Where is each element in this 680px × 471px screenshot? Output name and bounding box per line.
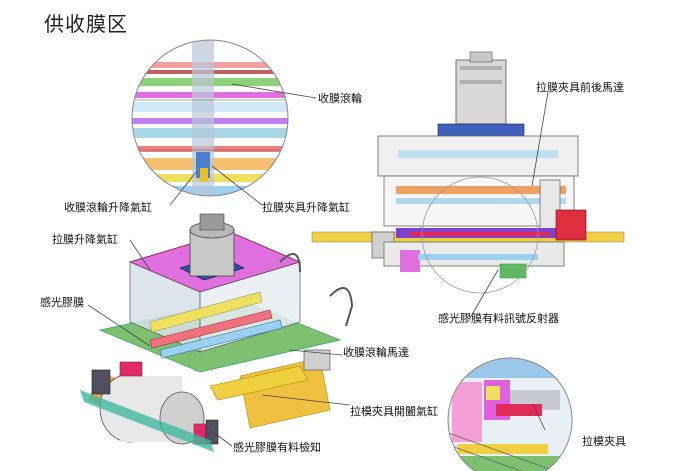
detail-circle-outline — [131, 39, 289, 197]
label-film-signal-reflector: 感光膠膜有料訊號反射器 — [438, 312, 559, 325]
page-title: 供收膜区 — [44, 12, 128, 36]
label-photo-film: 感光膠膜 — [40, 296, 84, 309]
label-film-lift-cylinder: 拉膜升降氣缸 — [52, 233, 118, 246]
main-3d-assembly — [98, 213, 354, 429]
detail-circle-roller — [132, 40, 288, 196]
detail-circle-clamp — [448, 358, 572, 471]
leader-lines — [87, 83, 549, 447]
label-film-presence-detect: 感光膠膜有料檢知 — [233, 441, 321, 454]
label-clamp-lift-cylinder: 拉膜夾具升降氣缸 — [262, 201, 350, 214]
film-roll — [80, 361, 219, 452]
detail-circle-outline — [447, 357, 573, 471]
side-view-assembly — [311, 51, 625, 294]
label-take-up-roller-motor: 收膜滾輪馬達 — [343, 346, 409, 359]
label-take-up-roller: 收膜滾輪 — [318, 92, 362, 105]
label-clamp-forward-back-motor: 拉膜夾具前後馬達 — [536, 81, 624, 94]
label-clamp-open-close-cylinder: 拉模夾具開闔氣缸 — [350, 405, 438, 418]
label-roller-lift-cylinder: 收膜滾輪升降氣缸 — [64, 201, 152, 214]
label-mold-clamp: 拉模夾具 — [582, 435, 626, 448]
